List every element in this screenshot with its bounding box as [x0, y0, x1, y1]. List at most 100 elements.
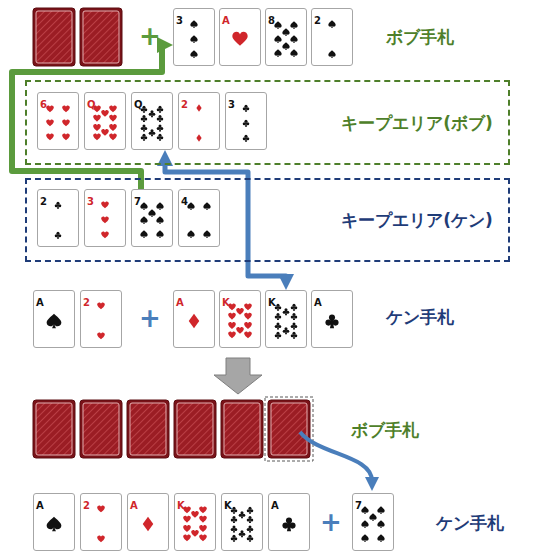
suit-shape: [377, 534, 384, 541]
club-lobe: [142, 134, 145, 137]
suit-pip: [199, 525, 207, 532]
suit-pip: [55, 232, 62, 239]
club-lobe: [248, 507, 251, 510]
suit-pip: [232, 32, 247, 46]
suit-pip: [228, 303, 236, 310]
club-stem: [245, 108, 247, 111]
suit-pip: [244, 322, 252, 329]
suit-shape: [101, 201, 109, 208]
suit-pip: [109, 124, 117, 131]
face-down-card: [33, 8, 75, 66]
suit-pip: [236, 327, 244, 334]
suit-shape: [183, 516, 191, 523]
suit-pip: [361, 534, 368, 541]
suit-pip: [109, 105, 117, 112]
suit-pip: [283, 308, 290, 315]
suit-pip: [361, 506, 368, 513]
suit-shape: [140, 230, 147, 237]
club-stem: [159, 109, 161, 112]
suit-shape: [140, 216, 147, 223]
suit-pip: [239, 530, 246, 537]
club-stem: [151, 114, 153, 117]
suit-pip: [199, 516, 207, 523]
card-rank: A: [220, 14, 230, 26]
card-rank: K: [220, 296, 230, 308]
suit-pip: [247, 516, 254, 523]
club-lobe: [329, 314, 335, 320]
club-stem: [143, 128, 145, 131]
card-rank: Q: [132, 98, 143, 110]
suit-shape: [62, 133, 70, 140]
card-rank: 2: [81, 499, 90, 511]
suit-shape: [369, 513, 376, 520]
card-rank: 3: [85, 195, 94, 207]
suit-pip: [149, 110, 156, 117]
suit-pip: [183, 525, 191, 532]
suit-pip: [369, 513, 376, 520]
club-lobe: [142, 106, 145, 109]
suit-shape: [156, 202, 163, 209]
suit-shape: [140, 202, 147, 209]
suit-pip: [109, 133, 117, 140]
club-stem: [233, 538, 235, 541]
suit-pip: [46, 119, 54, 126]
card-rank: 2: [38, 195, 47, 207]
suit-shape: [109, 105, 117, 112]
suit-shape: [290, 49, 297, 56]
club-stem: [57, 205, 59, 208]
label-holder: +: [139, 22, 161, 52]
playing-card: A: [219, 8, 261, 66]
suit-pip: [274, 21, 281, 28]
suit-pip: [236, 308, 244, 315]
club-lobe: [248, 535, 251, 538]
suit-shape: [62, 119, 70, 126]
club-lobe: [292, 304, 295, 307]
suit-pip: [191, 530, 199, 537]
club-lobe: [276, 313, 279, 316]
suit-shape: [62, 105, 70, 112]
suit-pip: [243, 135, 250, 142]
suit-pip: [283, 327, 290, 334]
suit-shape: [93, 124, 101, 131]
card-rank: 7: [132, 195, 141, 207]
club-lobe: [232, 507, 235, 510]
suit-pip: [377, 520, 384, 527]
suit-pip: [244, 313, 252, 320]
club-lobe: [286, 517, 292, 523]
down-arrow: [214, 358, 262, 394]
club-stem: [245, 138, 247, 141]
club-stem: [233, 529, 235, 532]
card-rank: A: [34, 296, 44, 308]
club-lobe: [244, 120, 247, 123]
club-lobe: [158, 106, 161, 109]
suit-pip: [282, 517, 295, 531]
suit-pip: [141, 115, 148, 122]
club-stem: [249, 520, 251, 523]
club-lobe: [142, 124, 145, 127]
suit-pip: [244, 303, 252, 310]
suit-shape: [274, 21, 281, 28]
club-lobe: [292, 332, 295, 335]
suit-pip: [140, 216, 147, 223]
suit-pip: [247, 525, 254, 532]
suit-shape: [97, 505, 105, 512]
suit-pip: [290, 49, 297, 56]
suit-shape: [228, 322, 236, 329]
suit-shape: [101, 110, 109, 117]
club-lobe: [232, 535, 235, 538]
card-rank: 2: [81, 296, 90, 308]
playing-card: A: [33, 493, 75, 551]
suit-pip: [199, 534, 207, 541]
suit-pip: [274, 49, 281, 56]
playing-card: Q: [131, 92, 173, 150]
suit-pip: [97, 302, 105, 309]
card-rank: A: [174, 296, 184, 308]
club-stem: [245, 123, 247, 126]
club-lobe: [292, 313, 295, 316]
suit-pip: [291, 332, 298, 339]
playing-card: 2: [80, 290, 122, 348]
suit-pip: [55, 202, 62, 209]
club-stem: [241, 515, 243, 518]
suit-shape: [228, 313, 236, 320]
